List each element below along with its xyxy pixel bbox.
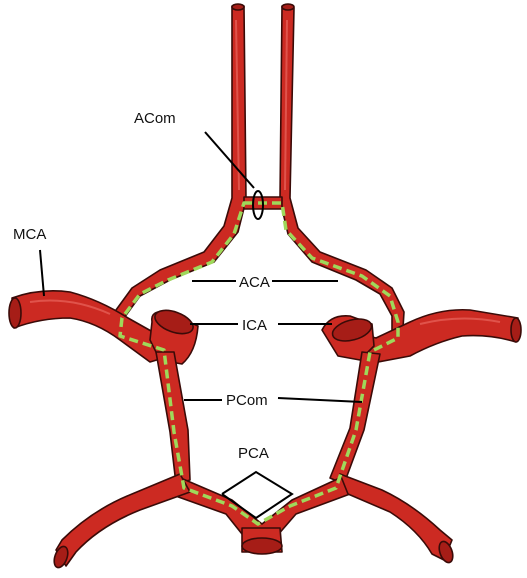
left-aca-end	[231, 3, 245, 11]
mca-leader	[39, 249, 45, 297]
left-pca-end	[53, 545, 69, 569]
left-aca-vessel	[111, 5, 247, 333]
left-ica-end	[154, 309, 194, 335]
leader-lines	[39, 131, 363, 520]
left-mca-highlight	[29, 299, 111, 315]
circle-of-willis-highlight	[118, 201, 400, 526]
acom-marker-ring	[252, 190, 264, 220]
vessel-ends	[8, 3, 522, 569]
right-aca-end	[281, 3, 295, 11]
left-pca-vessel	[55, 473, 191, 567]
vessel-highlights	[29, 19, 501, 325]
pcom-leader-right	[277, 397, 363, 403]
right-mca-end	[510, 317, 522, 343]
pcom-label: PCom	[226, 392, 268, 409]
right-mca-highlight	[419, 317, 501, 325]
left-mca-end	[8, 297, 22, 329]
right-mca-vessel	[345, 308, 519, 363]
right-pca-vessel	[339, 473, 453, 561]
acom-label: ACom	[134, 110, 176, 127]
ica-label: ICA	[242, 317, 267, 334]
right-pcom-vessel	[329, 351, 381, 485]
right-ica-end	[331, 318, 373, 342]
mca-label: MCA	[13, 226, 46, 243]
basilar-junction-vessel	[169, 475, 351, 545]
right-pca-end	[438, 540, 454, 564]
pca-leader	[221, 470, 294, 520]
right-aca-highlight	[284, 19, 288, 191]
acom-leader	[204, 131, 255, 189]
labels: ACom MCA ACA ICA PCom PCA	[13, 110, 270, 462]
left-aca-highlight	[235, 19, 240, 191]
pca-label: PCA	[238, 445, 269, 462]
aca-label: ACA	[239, 274, 270, 291]
basilar-end	[241, 537, 283, 555]
